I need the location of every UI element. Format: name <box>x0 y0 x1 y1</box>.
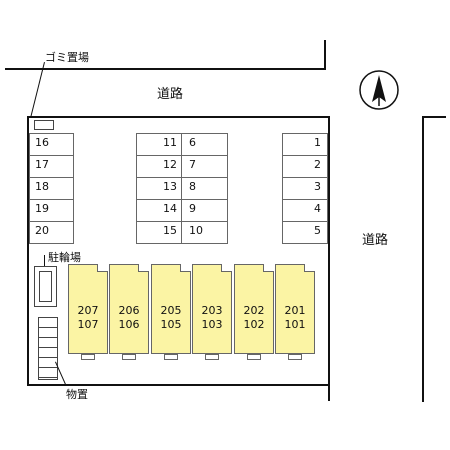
parking-stall: 8 <box>181 177 228 200</box>
parking-number: 3 <box>314 180 321 193</box>
parking-stall: 10 <box>181 221 228 244</box>
parking-number: 7 <box>189 158 196 171</box>
unit-roof <box>234 264 264 272</box>
parking-number: 10 <box>189 224 203 237</box>
apartment-unit: 207 107 <box>68 264 108 360</box>
unit-number-lower: 107 <box>77 318 99 331</box>
unit-number-lower: 106 <box>118 318 140 331</box>
parking-stall: 9 <box>181 199 228 222</box>
parking-number: 20 <box>35 224 49 237</box>
unit-number-upper: 205 <box>160 304 182 317</box>
road-top-edge <box>5 68 325 70</box>
unit-step <box>288 354 302 360</box>
unit-step <box>247 354 261 360</box>
site-boundary-right <box>328 116 330 401</box>
parking-number: 17 <box>35 158 49 171</box>
unit-roof <box>151 264 181 272</box>
parking-stall: 4 <box>282 199 328 222</box>
bicycle-parking-label: 駐輪場 <box>48 251 81 264</box>
apartment-unit: 203 103 <box>192 264 232 360</box>
parking-number: 2 <box>314 158 321 171</box>
apartment-unit: 205 105 <box>151 264 191 360</box>
unit-number-upper: 203 <box>201 304 223 317</box>
unit-number-upper: 201 <box>284 304 306 317</box>
unit-number-lower: 103 <box>201 318 223 331</box>
parking-number: 9 <box>189 202 196 215</box>
north-arrow-icon <box>359 70 399 110</box>
unit-roof <box>68 264 98 272</box>
unit-number-upper: 202 <box>243 304 265 317</box>
unit-number-lower: 105 <box>160 318 182 331</box>
parking-number: 15 <box>163 224 177 237</box>
parking-number: 5 <box>314 224 321 237</box>
parking-stall: 2 <box>282 155 328 178</box>
garbage-area <box>34 120 54 130</box>
parking-number: 8 <box>189 180 196 193</box>
parking-stall: 15 <box>136 221 182 244</box>
apartment-unit: 202 102 <box>234 264 274 360</box>
road-top-edge-end <box>324 40 326 70</box>
bicycle-leader-line <box>44 255 45 267</box>
apartment-unit: 206 106 <box>109 264 149 360</box>
parking-number: 13 <box>163 180 177 193</box>
parking-stall: 13 <box>136 177 182 200</box>
parking-stall: 16 <box>29 133 74 156</box>
parking-number: 19 <box>35 202 49 215</box>
unit-step <box>81 354 95 360</box>
bicycle-rack <box>39 271 52 302</box>
unit-step <box>164 354 178 360</box>
parking-stall: 11 <box>136 133 182 156</box>
road-right-label: 道路 <box>362 233 389 248</box>
unit-roof <box>109 264 139 272</box>
parking-stall: 5 <box>282 221 328 244</box>
parking-stall: 7 <box>181 155 228 178</box>
parking-stall: 3 <box>282 177 328 200</box>
unit-number-lower: 101 <box>284 318 306 331</box>
unit-step <box>205 354 219 360</box>
parking-number: 4 <box>314 202 321 215</box>
parking-number: 16 <box>35 136 49 149</box>
parking-stall: 12 <box>136 155 182 178</box>
unit-number-upper: 206 <box>118 304 140 317</box>
parking-stall: 6 <box>181 133 228 156</box>
storage-area <box>38 317 58 380</box>
parking-number: 14 <box>163 202 177 215</box>
parking-number: 11 <box>163 136 177 149</box>
parking-stall: 18 <box>29 177 74 200</box>
unit-number-upper: 207 <box>77 304 99 317</box>
road-right-edge <box>422 117 424 402</box>
site-boundary-top <box>27 116 330 118</box>
parking-stall: 17 <box>29 155 74 178</box>
garbage-area-label: ゴミ置場 <box>45 51 89 64</box>
apartment-unit: 201 101 <box>275 264 315 360</box>
parking-stall: 20 <box>29 221 74 244</box>
site-boundary-left <box>27 116 29 386</box>
parking-number: 1 <box>314 136 321 149</box>
parking-stall: 19 <box>29 199 74 222</box>
storage-label: 物置 <box>66 388 88 401</box>
road-right-edge-top <box>422 116 446 118</box>
parking-stall: 14 <box>136 199 182 222</box>
road-top-label: 道路 <box>157 87 184 102</box>
parking-number: 6 <box>189 136 196 149</box>
parking-number: 12 <box>163 158 177 171</box>
unit-roof <box>275 264 305 272</box>
garbage-leader-line <box>30 62 45 117</box>
unit-number-lower: 102 <box>243 318 265 331</box>
parking-number: 18 <box>35 180 49 193</box>
unit-step <box>122 354 136 360</box>
parking-stall: 1 <box>282 133 328 156</box>
site-boundary-bottom <box>27 384 330 386</box>
unit-roof <box>192 264 222 272</box>
